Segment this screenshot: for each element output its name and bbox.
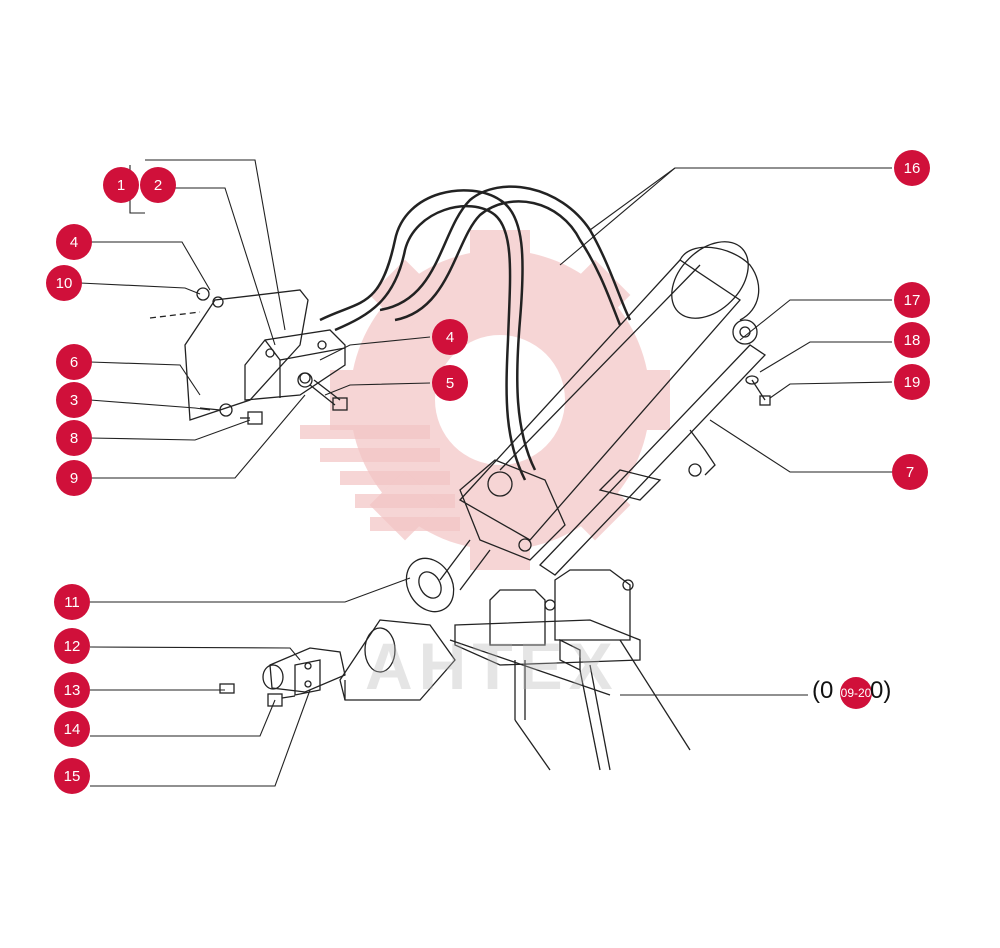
callout-18[interactable]: 18 [894,322,930,358]
screw-3 [199,403,233,417]
cylinder-12 [262,647,346,696]
callout-7[interactable]: 7 [892,454,928,490]
callout-4-left[interactable]: 4 [56,224,92,260]
callout-11[interactable]: 11 [54,584,90,620]
callout-9[interactable]: 9 [56,460,92,496]
callout-4-right[interactable]: 4 [432,319,468,355]
callout-19[interactable]: 19 [894,364,930,400]
callout-13[interactable]: 13 [54,672,90,708]
hoses-16 [319,185,632,481]
callout-3[interactable]: 3 [56,382,92,418]
bottom-bracket [339,619,456,701]
callout-12[interactable]: 12 [54,628,90,664]
cylinder-base [459,459,566,561]
nut-10 [196,287,224,308]
watermark-text: AHTEX [365,629,619,703]
callout-14[interactable]: 14 [54,711,90,747]
callout-10[interactable]: 10 [46,265,82,301]
fitting-8 [240,411,263,425]
washer-18 [745,375,759,385]
rod-eye-11 [405,539,491,613]
hydraulic-cylinder [458,241,760,541]
leader-lines [79,159,893,787]
nipple-13 [219,683,235,694]
callout-16[interactable]: 16 [894,150,930,186]
reference-close: 0) [870,677,892,704]
callout-2[interactable]: 2 [140,167,176,203]
mounting-plate [149,289,309,421]
watermark-stripes [300,425,460,531]
callout-1[interactable]: 1 [103,167,139,203]
bolt-14 [267,693,296,707]
callout-5[interactable]: 5 [432,365,468,401]
callout-6[interactable]: 6 [56,344,92,380]
callout-8[interactable]: 8 [56,420,92,456]
bolt-5 [297,372,348,411]
frame-supports [449,569,691,771]
reference-badge[interactable]: 09-20 [840,677,872,709]
callout-17[interactable]: 17 [894,282,930,318]
callout-15[interactable]: 15 [54,758,90,794]
tie-rod-7 [538,319,767,576]
reference-open: (0 [812,677,834,704]
